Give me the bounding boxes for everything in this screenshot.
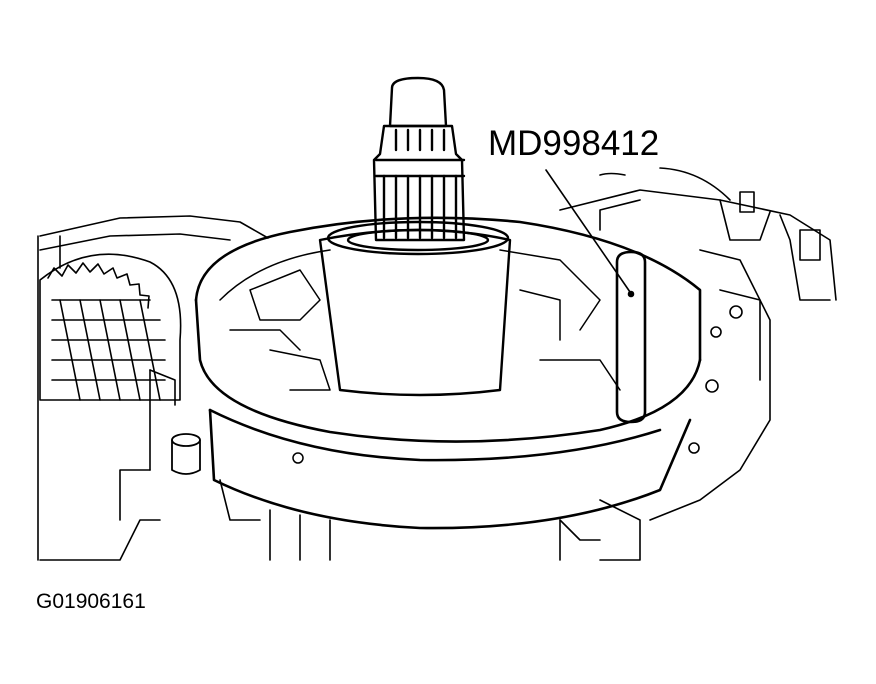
tool-callout-label: MD998412 [488, 124, 660, 163]
callout-leader-line [545, 169, 631, 293]
bolt [171, 433, 201, 475]
lower-case-details [219, 479, 601, 561]
oil-pump-housing [194, 216, 702, 530]
figure-code: G01906161 [36, 590, 146, 613]
pump-hub [318, 220, 512, 397]
guide-pin-tool [615, 250, 647, 424]
input-shaft [372, 76, 466, 242]
pump-top-details [219, 249, 621, 464]
transmission-case-right [559, 167, 837, 561]
transmission-case-left [37, 215, 269, 561]
gear-left [39, 253, 182, 401]
